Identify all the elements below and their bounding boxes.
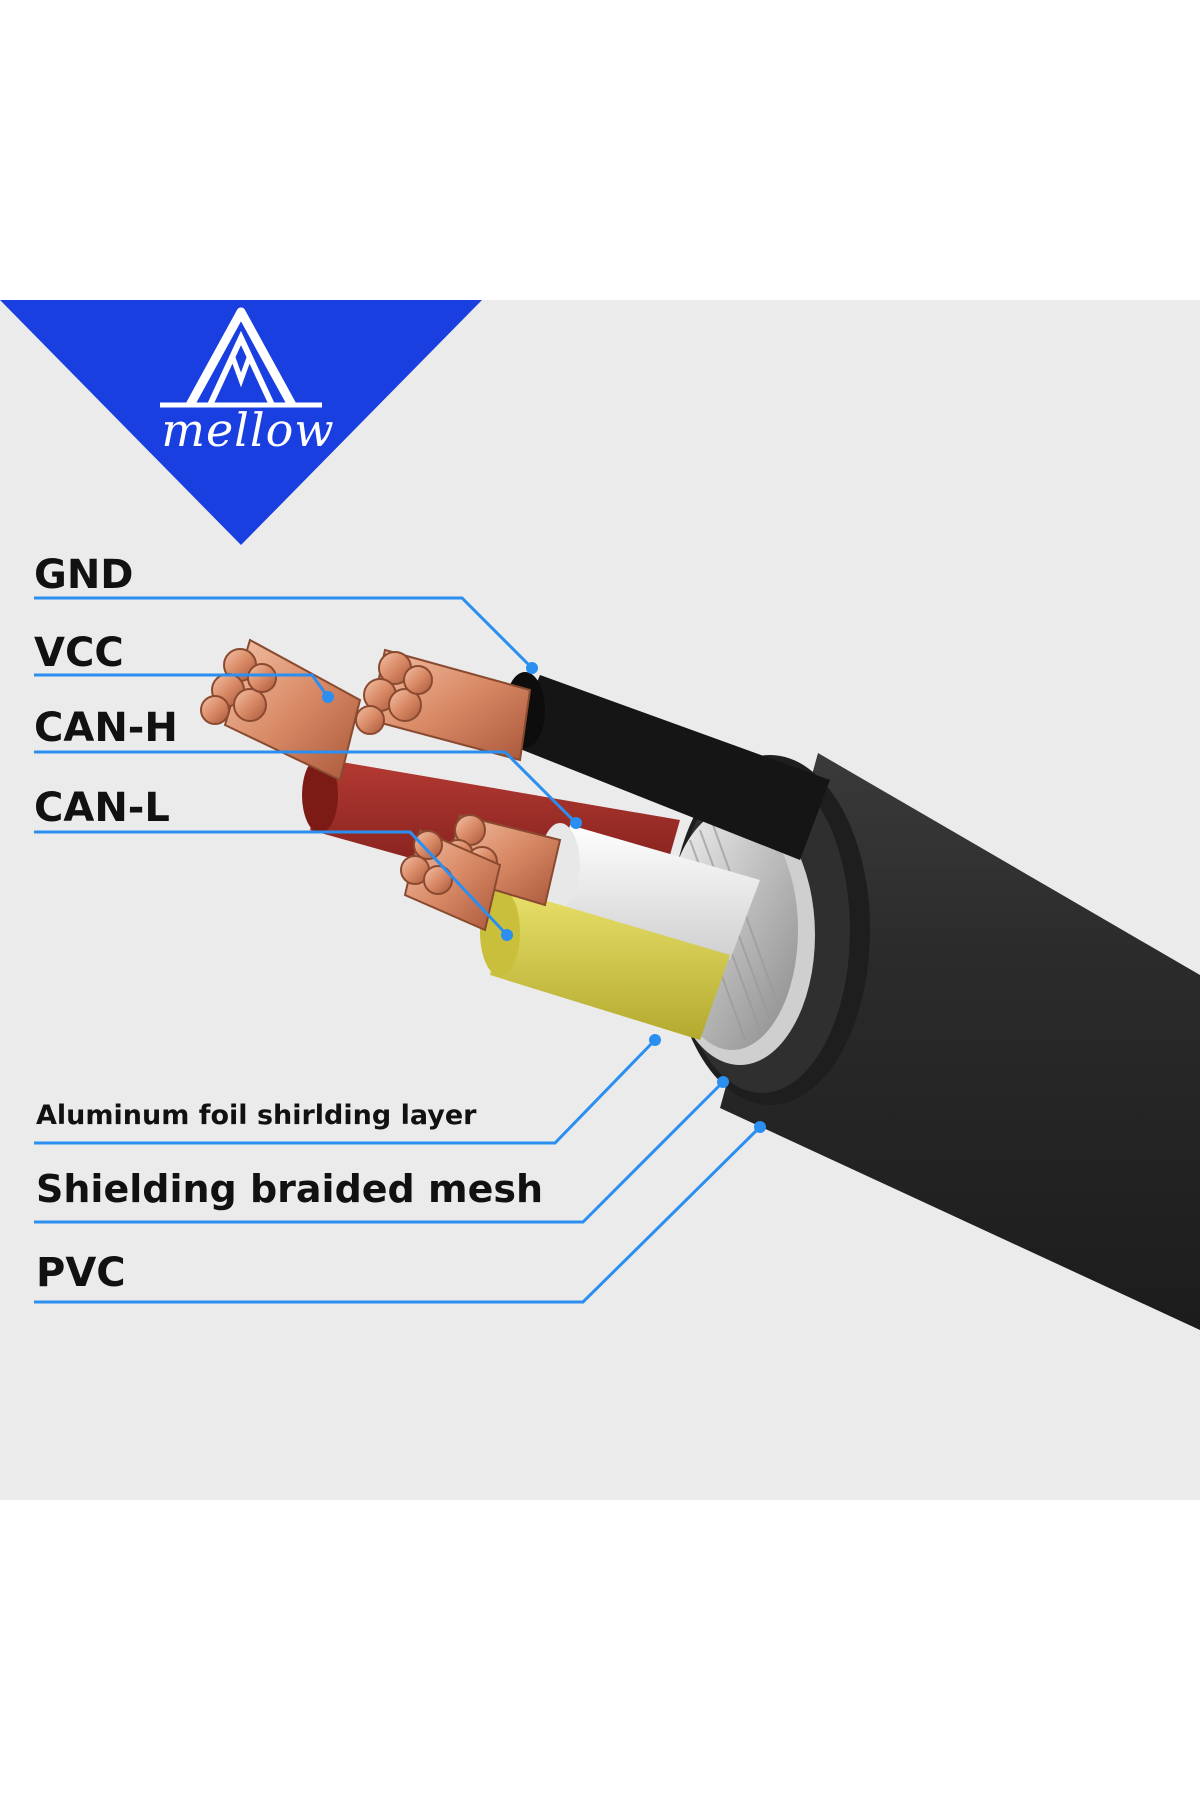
can-h-label: CAN-H [34,705,178,751]
gnd-endpoint [526,662,538,674]
aluminum-foil-endpoint [649,1034,661,1046]
vcc-endpoint [322,691,334,703]
vcc-leader-line [34,673,330,698]
gnd-leader-line [34,596,534,670]
mellow-logo-icon [0,300,482,545]
aluminum-foil-leader-line [34,1038,657,1145]
leader-lines [34,596,762,1304]
gnd-label: GND [34,552,134,598]
braided-mesh-label: Shielding braided mesh [36,1167,544,1211]
leader-endpoints [322,662,766,1133]
braided-mesh-endpoint [717,1076,729,1088]
can-h-leader-line [34,750,578,825]
aluminum-foil-label: Aluminum foil shirlding layer [36,1100,477,1131]
vcc-label: VCC [34,630,124,676]
braided-mesh-leader-line [34,1080,725,1224]
pvc-label: PVC [36,1250,126,1296]
pvc-endpoint [754,1121,766,1133]
can-h-endpoint [570,817,582,829]
can-l-leader-line [34,830,509,937]
copper-strands [200,638,562,932]
brand-logo-text: mellow [161,403,335,457]
can-l-label: CAN-L [34,785,170,831]
pvc-leader-line [34,1125,762,1304]
can-l-endpoint [501,929,513,941]
